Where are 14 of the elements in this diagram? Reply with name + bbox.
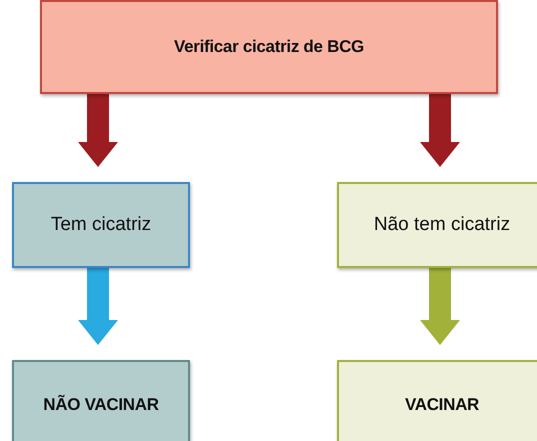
process-box xyxy=(40,0,498,94)
box-label: VACINAR xyxy=(404,395,480,415)
box-label: NÃO VACINAR xyxy=(43,395,159,415)
box-label: Verificar cicatriz de BCG xyxy=(174,37,364,57)
process-box xyxy=(12,360,190,441)
arrow xyxy=(420,94,460,167)
box-label: Tem cicatriz xyxy=(50,214,152,236)
arrow xyxy=(78,268,118,345)
arrow xyxy=(78,94,118,167)
arrow xyxy=(420,268,460,345)
process-box xyxy=(337,360,537,441)
process-box xyxy=(12,182,190,268)
box-label: Não tem cicatriz xyxy=(374,214,510,236)
process-box xyxy=(337,182,537,268)
